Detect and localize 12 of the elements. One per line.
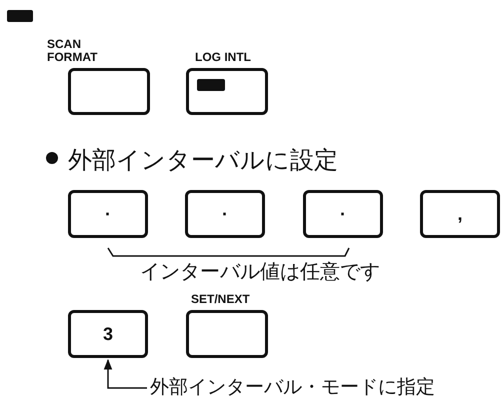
key: · (68, 190, 148, 238)
key-label: SCAN FORMAT (47, 38, 98, 64)
key: · (303, 190, 383, 238)
key-label: LOG INTL (195, 51, 252, 64)
callout-text: 外部インターバル・モードに指定 (150, 374, 435, 400)
key: , (420, 190, 500, 238)
key: 3 (68, 310, 148, 358)
bracket-note: インターバル値は任意です (140, 258, 380, 285)
key: · (185, 190, 265, 238)
leader-line (104, 358, 147, 389)
key-label: SET/NEXT (191, 293, 251, 306)
section-heading: 外部インターバルに設定 (68, 145, 338, 176)
